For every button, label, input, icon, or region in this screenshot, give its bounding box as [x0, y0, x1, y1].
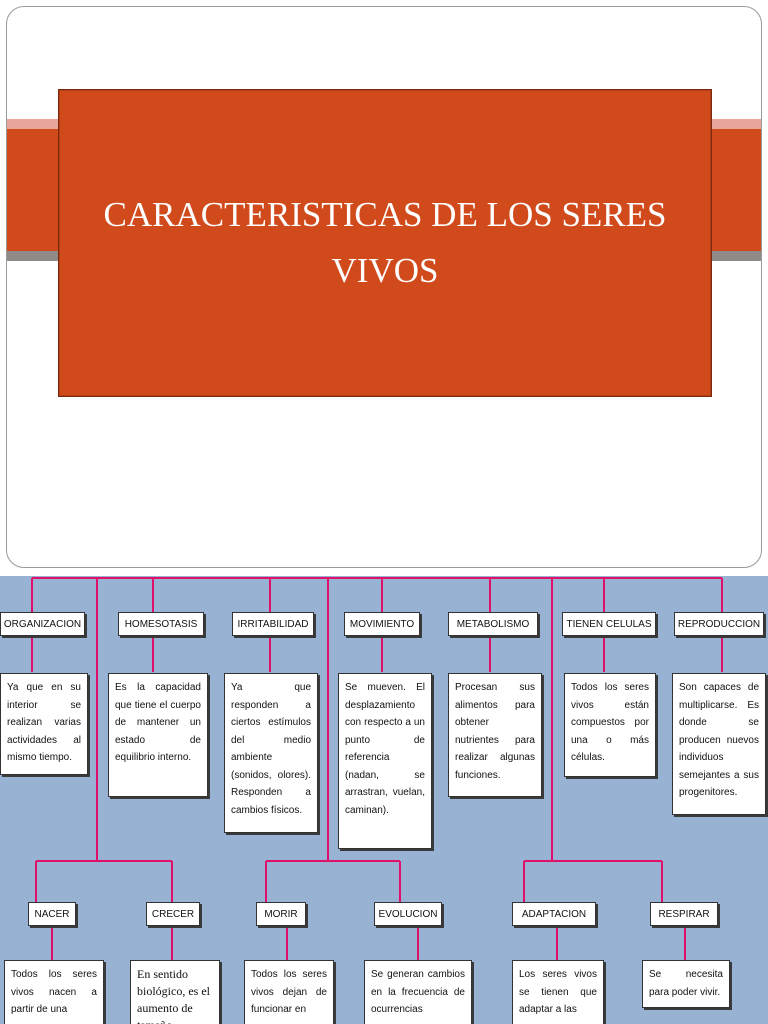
concept-description-metabolismo: Procesan sus alimentos para obtener nutr… — [448, 673, 542, 797]
concept-label-homesotasis: HOMESOTASIS — [118, 612, 204, 636]
concept-label-reproduccion: REPRODUCCION — [674, 612, 764, 636]
concept-label-tienen-celulas: TIENEN CELULAS — [562, 612, 656, 636]
concept-description-respirar: Se necesita para poder vivir. — [642, 960, 730, 1008]
concept-label-crecer: CRECER — [146, 902, 200, 926]
concept-label-adaptacion: ADAPTACION — [512, 902, 596, 926]
concept-label-metabolismo: METABOLISMO — [448, 612, 538, 636]
concept-description-organizacion: Ya que en su interior se realizan varias… — [0, 673, 88, 775]
concept-label-movimiento: MOVIMIENTO — [344, 612, 420, 636]
concept-label-irritabilidad: IRRITABILIDAD — [232, 612, 314, 636]
concept-description-movimiento: Se mueven. El desplazamiento con respect… — [338, 673, 432, 849]
concept-label-morir: MORIR — [256, 902, 306, 926]
concept-description-crecer: En sentido biológico, es el aumento de t… — [130, 960, 220, 1024]
concept-label-evolucion: EVOLUCION — [374, 902, 442, 926]
concept-description-homesotasis: Es la capacidad que tiene el cuerpo de m… — [108, 673, 208, 797]
connector-lines — [31, 577, 723, 960]
concept-description-reproduccion: Son capaces de multiplicarse. Es donde s… — [672, 673, 766, 815]
concept-map: ORGANIZACION HOMESOTASIS IRRITABILIDAD M… — [0, 576, 768, 1024]
concept-description-nacer: Todos los seres vivos nacen a partir de … — [4, 960, 104, 1024]
slide-title: CARACTERISTICAS DE LOS SERES VIVOS — [103, 195, 667, 290]
concept-label-organizacion: ORGANIZACION — [0, 612, 85, 636]
concept-description-adaptacion: Los seres vivos se tienen que adaptar a … — [512, 960, 604, 1024]
concept-description-tienen-celulas: Todos los seres vivos están compuestos p… — [564, 673, 656, 777]
concept-description-morir: Todos los seres vivos dejan de funcionar… — [244, 960, 334, 1024]
title-box: CARACTERISTICAS DE LOS SERES VIVOS — [58, 89, 712, 397]
concept-description-evolucion: Se generan cambios en la frecuencia de o… — [364, 960, 472, 1024]
concept-description-irritabilidad: Ya que responden a ciertos estímulos del… — [224, 673, 318, 833]
title-slide: CARACTERISTICAS DE LOS SERES VIVOS — [6, 6, 762, 568]
concept-label-nacer: NACER — [28, 902, 76, 926]
concept-label-respirar: RESPIRAR — [650, 902, 718, 926]
